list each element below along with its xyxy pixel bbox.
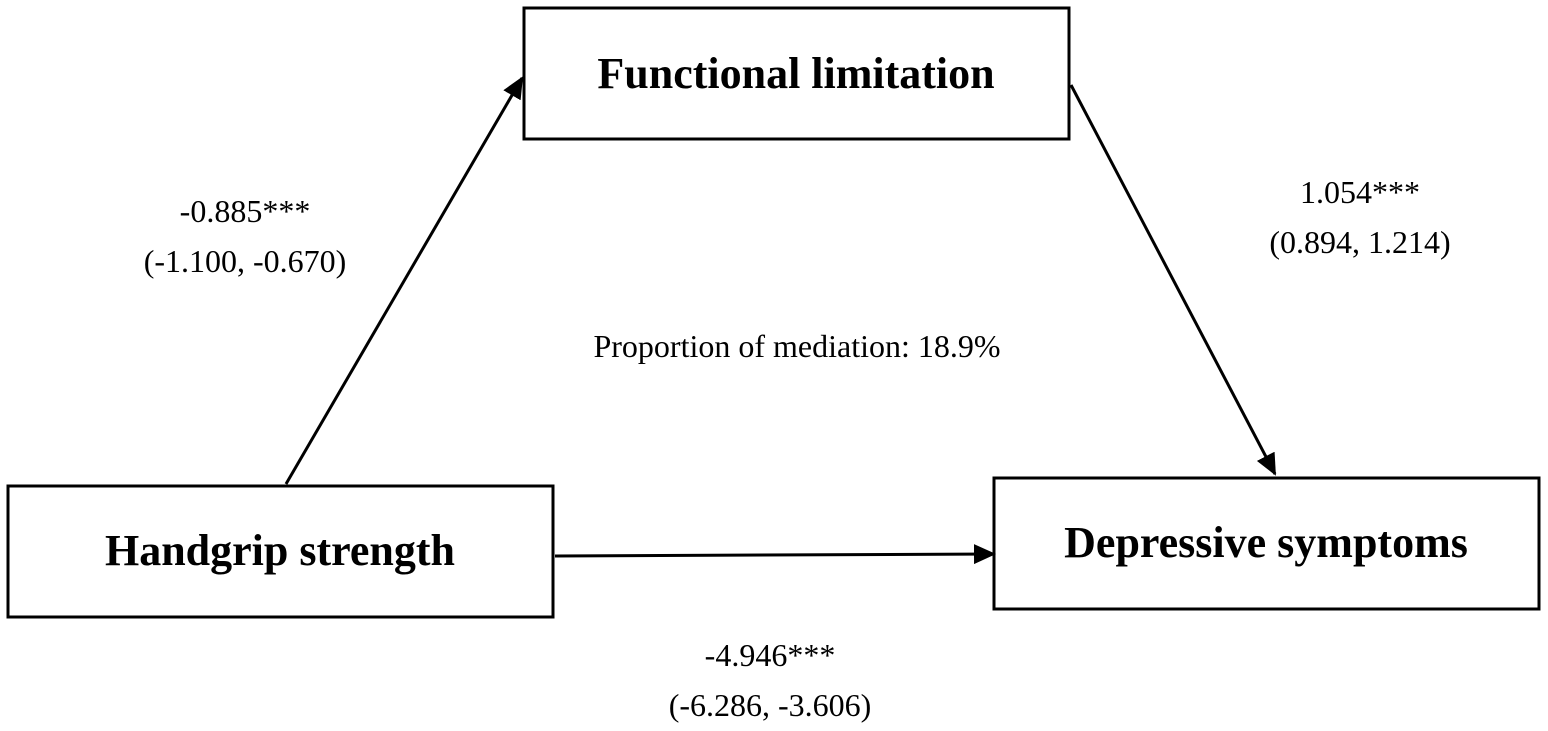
mediation-proportion: Proportion of mediation: 18.9% (593, 328, 1000, 364)
exposure-box (6, 484, 555, 619)
exposure-label: Handgrip strength (105, 526, 455, 575)
path-a-arrow (284, 76, 524, 485)
mediator-label: Functional limitation (597, 49, 994, 98)
outcome-box (992, 476, 1541, 611)
path-b-estimate: 1.054*** (1300, 174, 1420, 210)
path-b-ci: (0.894, 1.214) (1269, 224, 1450, 260)
path-b-arrow (1069, 84, 1277, 476)
path-a-ci: (-1.100, -0.670) (144, 243, 347, 279)
outcome-label: Depressive symptoms (1064, 518, 1468, 567)
path-c-ci: (-6.286, -3.606) (669, 687, 872, 723)
path-c-estimate: -4.946*** (705, 637, 836, 673)
path-a-estimate: -0.885*** (180, 193, 311, 229)
path-c-arrow (554, 544, 996, 565)
mediator-box (522, 6, 1071, 141)
